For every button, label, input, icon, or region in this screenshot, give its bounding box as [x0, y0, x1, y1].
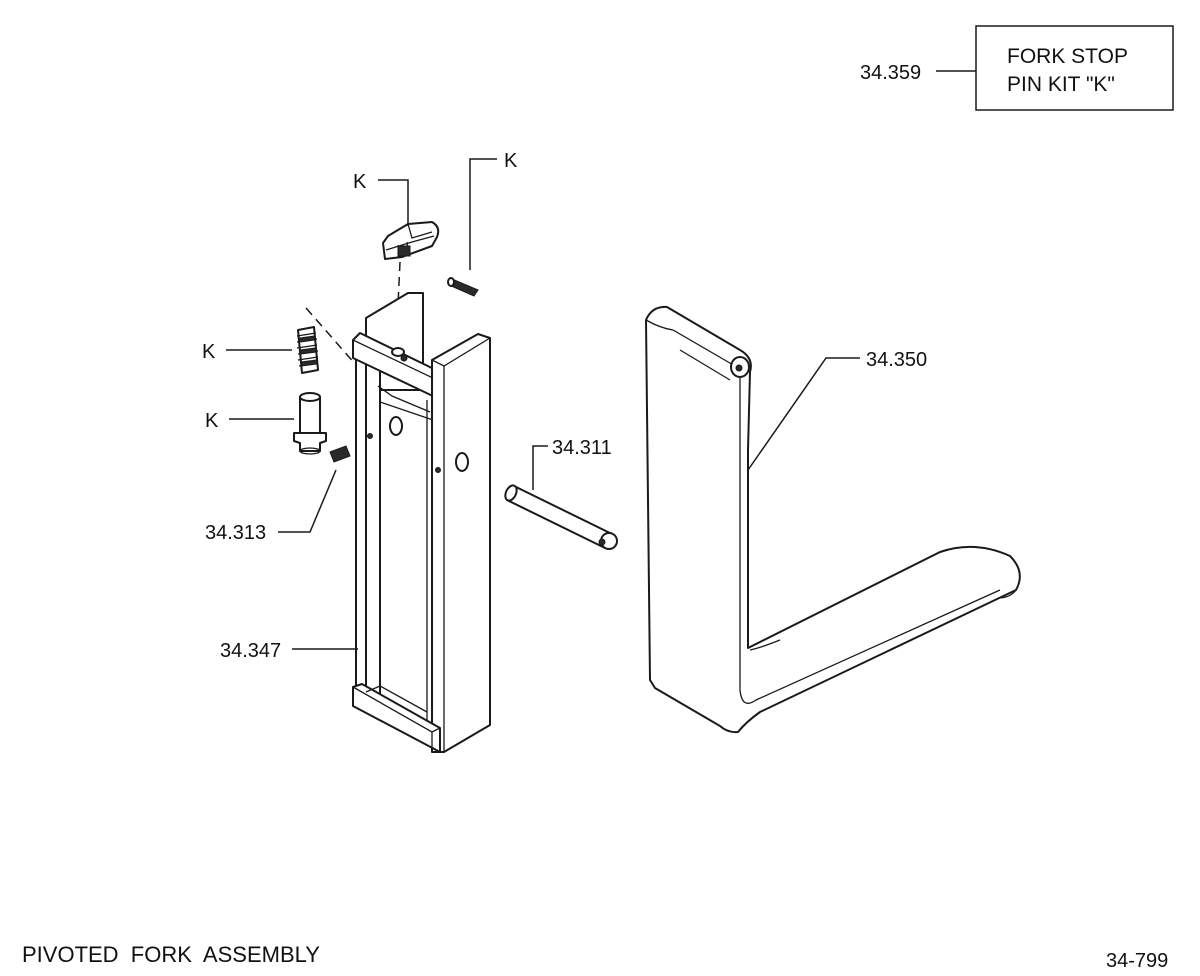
callout-label: K	[205, 410, 219, 432]
fork-stop-pin	[293, 392, 327, 455]
kit-part-number: 34.359	[860, 62, 921, 84]
callout-label: 34.313	[205, 522, 266, 544]
callout-set-screw: 34.313	[205, 469, 337, 544]
callout-k-latch: K	[353, 171, 409, 226]
callout-label: 34.347	[220, 640, 281, 662]
fork-stop-latch	[382, 221, 440, 260]
pivot-pin	[504, 484, 618, 550]
leader-line	[278, 469, 337, 533]
drawing-number: 34-799	[1106, 950, 1168, 972]
kit-title-line1: FORK STOP	[1007, 45, 1128, 68]
callout-label: K	[202, 341, 216, 363]
callout-label: K	[353, 171, 367, 193]
leader-line	[532, 445, 548, 490]
fork-carrier	[352, 292, 491, 753]
leader-line	[469, 158, 497, 270]
callout-fork-carrier: 34.347	[220, 640, 358, 662]
callout-k-spring: K	[202, 341, 292, 363]
leader-line	[747, 357, 860, 471]
fork	[645, 305, 1021, 734]
compression-spring	[296, 326, 319, 374]
kit-box	[975, 25, 1174, 111]
drawing-title: PIVOTED FORK ASSEMBLY	[22, 942, 320, 967]
callout-label: 34.350	[866, 349, 927, 371]
callout-k-pin: K	[469, 150, 518, 270]
kit-callout: FORK STOP PIN KIT "K" 34.359	[860, 25, 1174, 111]
callout-k-stop-pin: K	[205, 410, 294, 432]
leader-line	[378, 179, 409, 226]
kit-title-line2: PIN KIT "K"	[1007, 73, 1115, 96]
callout-pivot-pin: 34.311	[532, 437, 612, 490]
callout-label: 34.311	[552, 437, 612, 459]
callout-label: K	[504, 150, 518, 172]
set-screw	[329, 445, 351, 463]
roll-pin	[447, 277, 479, 297]
callout-fork: 34.350	[747, 349, 927, 471]
